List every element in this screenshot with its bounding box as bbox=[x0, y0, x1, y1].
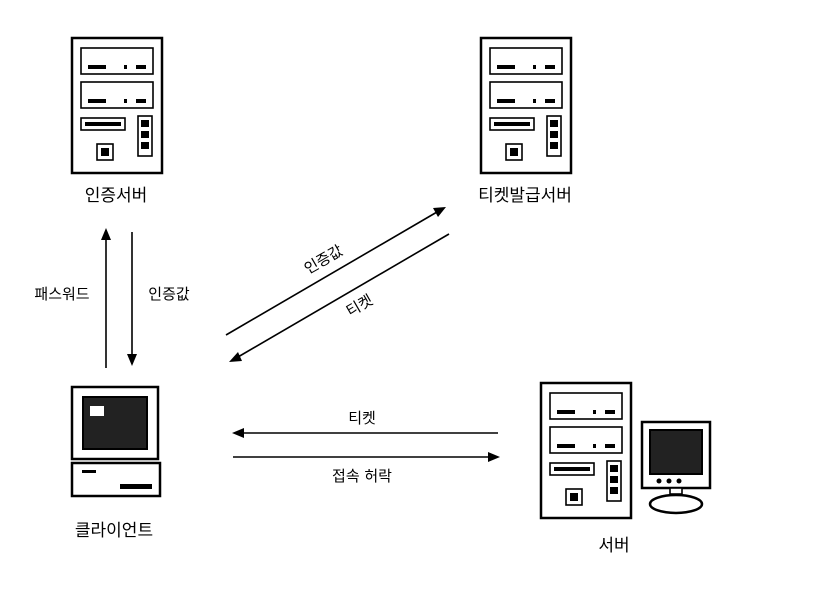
auth-value-arrow bbox=[127, 232, 137, 366]
auth-server-icon bbox=[70, 36, 164, 175]
ticket-to-client-label: 티켓 bbox=[343, 291, 376, 320]
password-label: 패스워드 bbox=[34, 285, 89, 303]
access-granted-arrow bbox=[233, 452, 500, 462]
server-label: 서버 bbox=[598, 536, 629, 556]
app-server-icon bbox=[539, 381, 633, 520]
auth-to-ticket-label: 인증값 bbox=[301, 241, 346, 277]
ticket-server-label: 티켓발급서버 bbox=[478, 186, 572, 206]
auth-to-ticket-arrow bbox=[225, 207, 446, 336]
ticket-return-label: 티켓 bbox=[348, 409, 376, 427]
monitor-icon bbox=[640, 420, 712, 515]
auth-value-label: 인증값 bbox=[148, 285, 190, 303]
ticket-return-arrow bbox=[232, 428, 498, 438]
ticket-to-client-arrow bbox=[229, 233, 450, 362]
access-granted-label: 접속 허락 bbox=[332, 467, 392, 485]
client-computer-icon bbox=[70, 385, 162, 498]
password-arrow bbox=[101, 228, 111, 368]
client-label: 클라이언트 bbox=[75, 521, 153, 541]
auth-server-label: 인증서버 bbox=[85, 186, 148, 206]
ticket-server-icon bbox=[479, 36, 573, 175]
